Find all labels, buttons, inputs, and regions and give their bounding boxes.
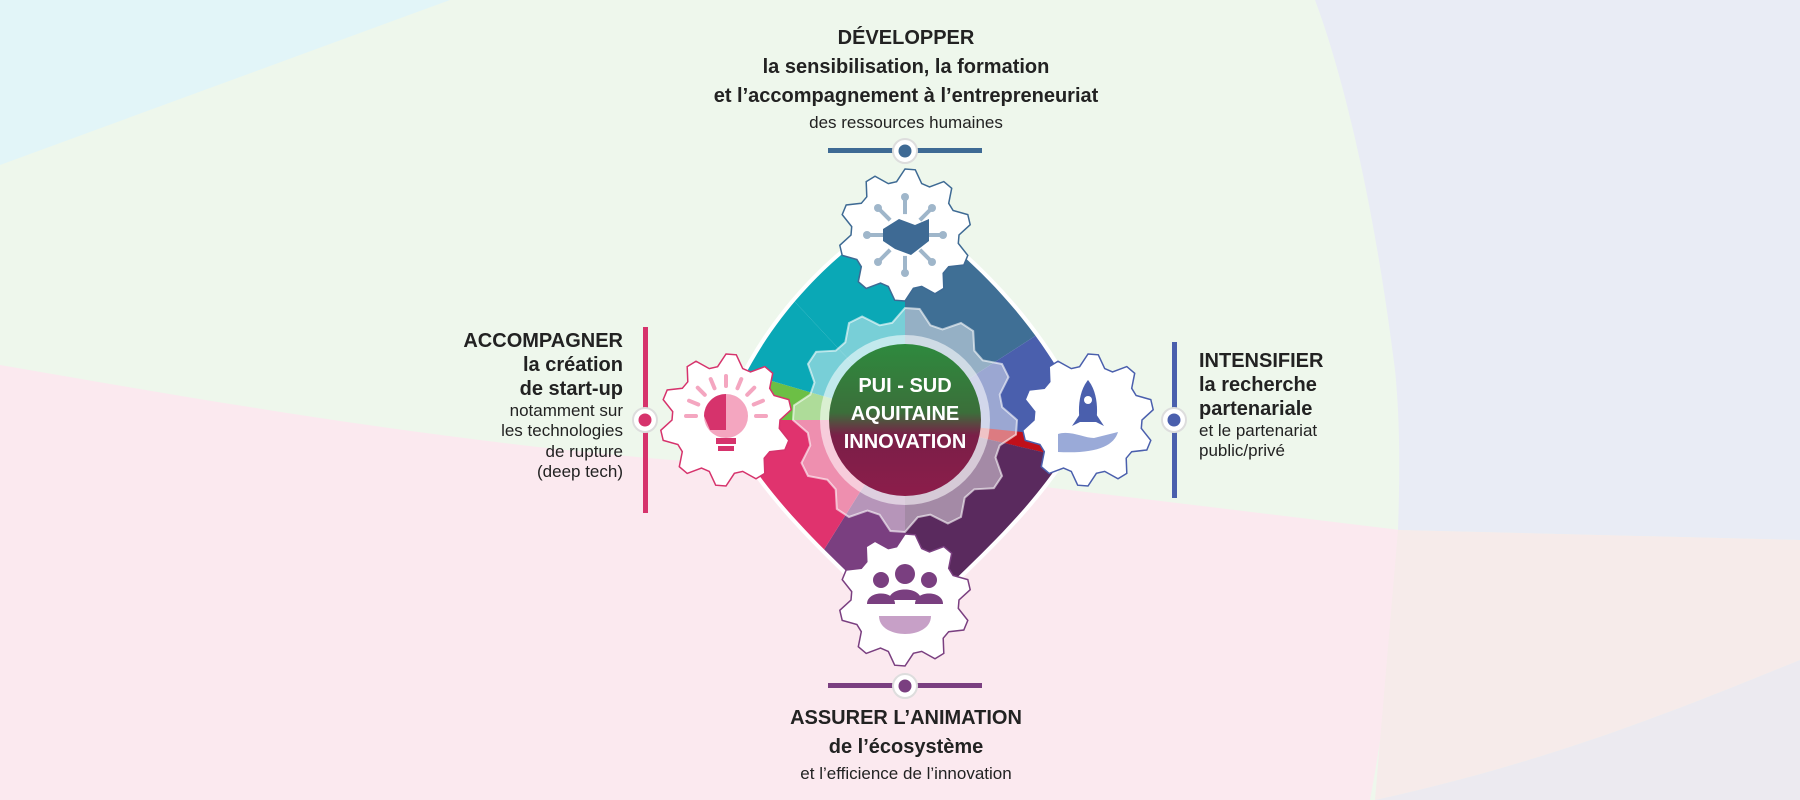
top-headline: DÉVELOPPER — [837, 27, 975, 49]
left-detail1: notamment sur — [509, 401, 623, 420]
right-line2: la recherche — [1199, 374, 1317, 396]
right-connector-dot — [1167, 413, 1181, 427]
top-line3: et l’accompagnement à l’entrepreneuriat — [713, 85, 1099, 107]
center-label-line-2: AQUITAINE — [851, 403, 960, 425]
left-connector-dot — [638, 413, 652, 427]
bottom-line2: de l’écosystème — [828, 736, 984, 758]
left-headline: ACCOMPAGNER — [463, 330, 623, 352]
right-detail1: et le partenariat — [1199, 421, 1318, 440]
top-line2: la sensibilisation, la formation — [762, 56, 1050, 78]
right-detail2: public/privé — [1199, 441, 1285, 461]
left-objective: ACCOMPAGNER la création de start-up nota… — [380, 329, 623, 483]
top-objective: DÉVELOPPER la sensibilisation, la format… — [600, 24, 1212, 136]
top-connector-dot — [898, 144, 912, 158]
bottom-connector-dot — [898, 679, 912, 693]
bottom-detail: et l’efficience de l’innovation — [800, 764, 1012, 783]
handshake-icon — [863, 193, 947, 277]
left-detail2: les technologies — [501, 421, 623, 441]
right-headline: INTENSIFIER — [1199, 350, 1324, 372]
left-detail3: de rupture — [545, 441, 624, 461]
left-line2: la création — [522, 354, 623, 376]
lightbulb-puzzle-icon — [684, 374, 768, 451]
right-line3: partenariale — [1199, 398, 1313, 420]
top-detail: des ressources humaines — [809, 113, 1003, 132]
people-group-icon — [867, 564, 943, 634]
bottom-objective: ASSURER L’ANIMATION de l’écosystème et l… — [600, 704, 1212, 787]
left-detail4: (deep tech) — [537, 462, 623, 482]
center-label-line-3: INNOVATION — [844, 431, 967, 453]
left-line3: de start-up — [519, 378, 623, 400]
bottom-headline: ASSURER L’ANIMATION — [790, 707, 1022, 729]
right-objective: INTENSIFIER la recherche partenariale et… — [1199, 349, 1459, 462]
central-circle — [829, 344, 981, 496]
center-label-line-1: PUI - SUD — [858, 375, 951, 397]
rocket-hand-icon — [1058, 380, 1118, 453]
